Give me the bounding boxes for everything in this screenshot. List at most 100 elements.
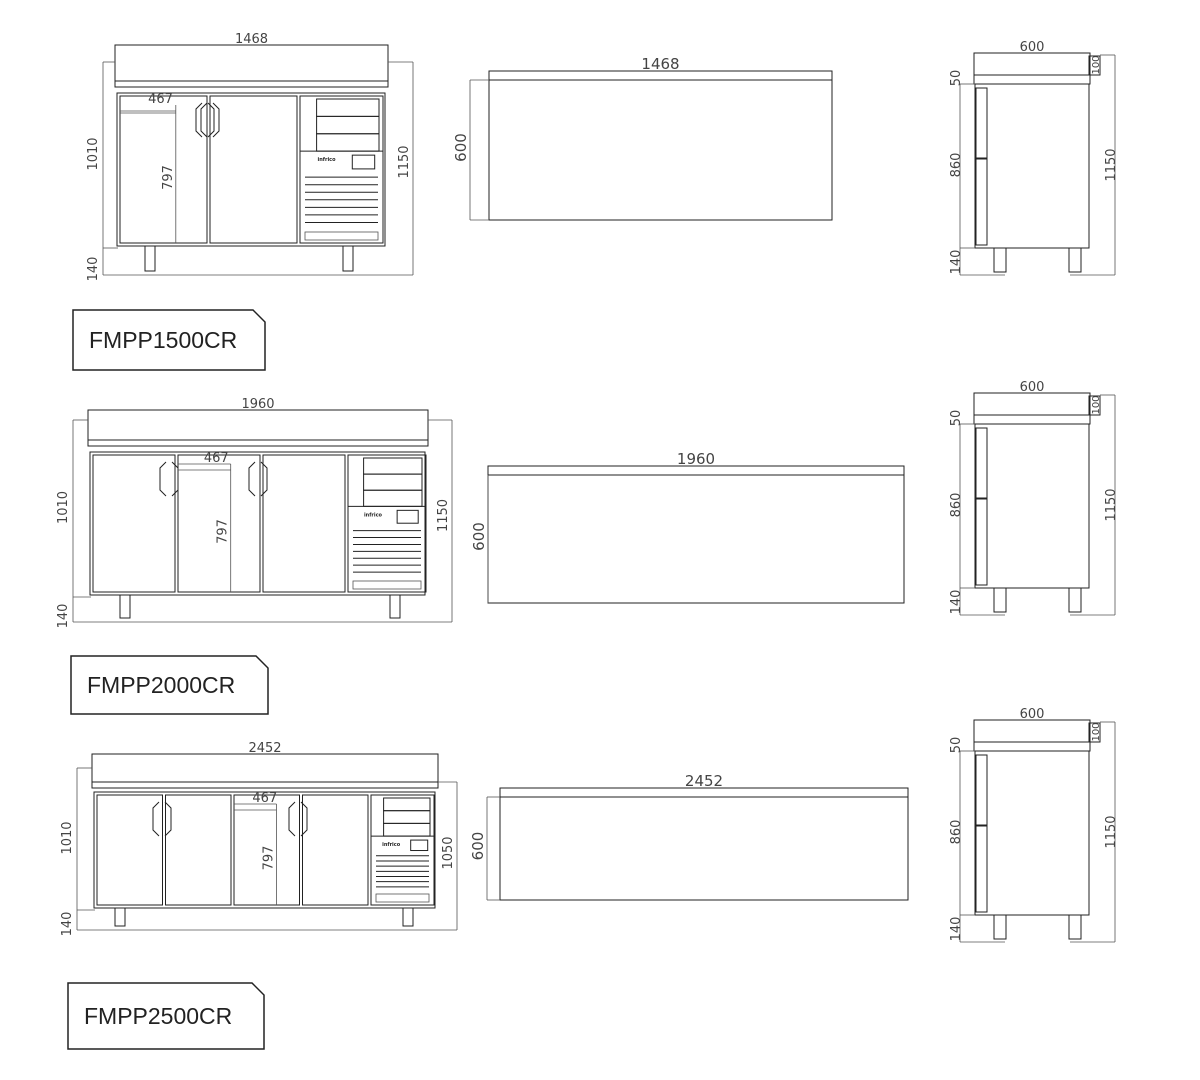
door bbox=[302, 794, 369, 906]
side-depth-label: 600 bbox=[1020, 40, 1045, 55]
side-depth-label: 600 bbox=[1020, 380, 1045, 395]
drawer-slot bbox=[316, 115, 380, 135]
door-handle-icon bbox=[260, 461, 268, 497]
door-handle-icon bbox=[200, 102, 208, 138]
top-depth-label: 600 bbox=[452, 133, 470, 162]
side-worktop bbox=[973, 52, 1091, 85]
door bbox=[262, 454, 346, 593]
side-leg bbox=[993, 914, 1007, 940]
side-body-label: 860 bbox=[949, 493, 964, 518]
side-body bbox=[974, 423, 1090, 589]
compressor-panel: infrico bbox=[299, 95, 384, 244]
drawer-slot bbox=[363, 457, 423, 475]
worktop-upstand bbox=[87, 409, 429, 447]
drawer-slot bbox=[383, 797, 431, 812]
side-leg bbox=[1068, 914, 1082, 940]
side-leg-label: 140 bbox=[949, 250, 964, 275]
label-frame bbox=[70, 655, 269, 715]
door-handle-icon bbox=[159, 461, 167, 497]
label-frame bbox=[72, 309, 266, 371]
leg bbox=[114, 907, 126, 927]
leg bbox=[402, 907, 414, 927]
door bbox=[233, 794, 300, 906]
side-counter-label: 50 bbox=[949, 70, 964, 87]
total-height-label: 1150 bbox=[436, 499, 451, 532]
door-width-label: 467 bbox=[204, 451, 229, 466]
drawer-slot bbox=[363, 489, 423, 507]
model-label: FMPP2500CR bbox=[84, 1003, 232, 1029]
front-view: 1960 467 797 infrico 1010 1150 140 bbox=[56, 397, 453, 629]
door-handle-icon bbox=[212, 102, 220, 138]
panel-frame bbox=[347, 454, 427, 593]
leg-dimension-label: 140 bbox=[86, 257, 101, 282]
door-handle-icon bbox=[171, 461, 179, 497]
leg-dimension-label: 140 bbox=[60, 912, 75, 937]
side-total-label: 1150 bbox=[1104, 148, 1119, 181]
width-dimension-label: 1960 bbox=[241, 397, 274, 412]
side-leg-label: 140 bbox=[949, 917, 964, 942]
leg bbox=[389, 594, 401, 619]
top-width-label: 1960 bbox=[677, 450, 715, 468]
brand-logo: infrico bbox=[382, 842, 401, 848]
side-total-label: 1150 bbox=[1104, 815, 1119, 848]
door-height-label: 797 bbox=[261, 846, 276, 871]
leg bbox=[144, 245, 156, 272]
door-height-label: 797 bbox=[161, 165, 176, 190]
top-outline bbox=[499, 787, 909, 901]
top-width-label: 2452 bbox=[685, 772, 723, 790]
door-width-label: 467 bbox=[252, 791, 277, 806]
total-height-label: 1150 bbox=[397, 145, 412, 178]
vent-grille bbox=[304, 231, 379, 241]
side-door-upper bbox=[975, 427, 988, 499]
side-upstand bbox=[1088, 722, 1101, 743]
drawer-slot bbox=[316, 133, 380, 152]
side-door-lower bbox=[975, 825, 988, 913]
drawer-slot bbox=[363, 473, 423, 491]
drawer-slot bbox=[383, 810, 431, 824]
side-leg bbox=[1068, 247, 1082, 273]
side-leg bbox=[993, 587, 1007, 613]
side-door-upper bbox=[975, 87, 988, 159]
side-total-label: 1150 bbox=[1104, 488, 1119, 521]
side-upstand-label: 100 bbox=[1091, 722, 1102, 741]
side-door-upper bbox=[975, 754, 988, 826]
door bbox=[209, 95, 298, 244]
control-display bbox=[351, 154, 376, 170]
top-outline bbox=[488, 70, 833, 221]
door bbox=[165, 794, 232, 906]
side-door-lower bbox=[975, 158, 988, 246]
control-display bbox=[410, 839, 429, 852]
height-dimension-label: 1010 bbox=[86, 137, 101, 170]
height-dimension-label: 1010 bbox=[56, 491, 71, 524]
side-upstand bbox=[1088, 55, 1101, 76]
door-handle-icon bbox=[207, 102, 215, 138]
top-outline bbox=[487, 465, 905, 604]
door bbox=[177, 454, 261, 593]
compressor-panel: infrico bbox=[347, 454, 427, 593]
door bbox=[96, 794, 163, 906]
side-depth-label: 600 bbox=[1020, 707, 1045, 722]
side-body bbox=[974, 750, 1090, 916]
model-label: FMPP2000CR bbox=[87, 672, 235, 698]
brand-logo: infrico bbox=[318, 157, 337, 163]
model-label: FMPP1500CR bbox=[89, 327, 237, 353]
width-dimension-label: 2452 bbox=[248, 741, 281, 756]
leg-dimension-label: 140 bbox=[56, 604, 71, 629]
side-body bbox=[974, 83, 1090, 249]
door-handle-icon bbox=[300, 801, 308, 837]
drawer-slot bbox=[383, 822, 431, 837]
total-height-label: 1050 bbox=[441, 836, 456, 869]
side-body-label: 860 bbox=[949, 153, 964, 178]
side-counter-label: 50 bbox=[949, 410, 964, 427]
door-height-label: 797 bbox=[216, 519, 231, 544]
side-worktop bbox=[973, 719, 1091, 752]
compressor-panel: infrico bbox=[370, 794, 435, 906]
side-counter-label: 50 bbox=[949, 737, 964, 754]
control-display bbox=[396, 509, 419, 524]
